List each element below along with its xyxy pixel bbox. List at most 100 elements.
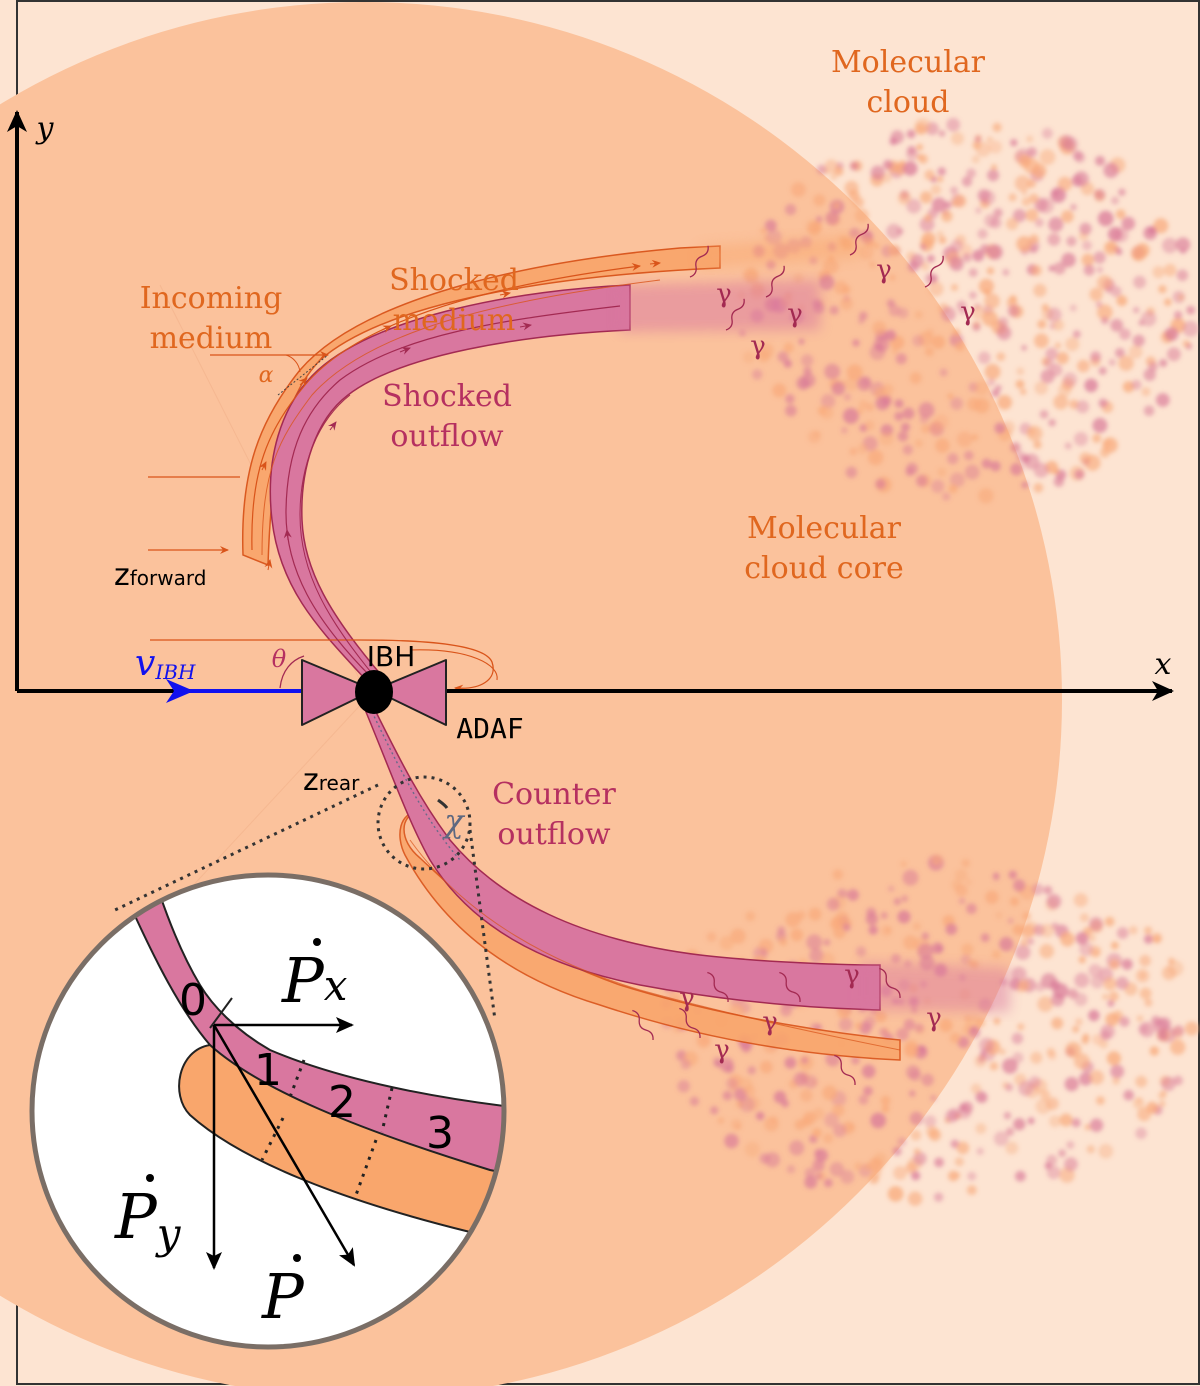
- counter-outflow-label-line1: Counter: [492, 777, 616, 812]
- cloud-clump: [879, 431, 894, 446]
- cloud-clump: [881, 383, 894, 396]
- cloud-clump: [1021, 197, 1031, 207]
- gamma-squiggle: [779, 971, 801, 1003]
- cloud-clump: [1151, 932, 1163, 944]
- shocked-outflow-arrow-2: [328, 421, 337, 431]
- cloud-clump: [970, 1083, 982, 1095]
- shocked-outflow-band-upper-fade: [620, 280, 820, 332]
- cloud-clump: [986, 267, 995, 275]
- cloud-clump: [1105, 241, 1116, 252]
- cloud-clump: [1002, 268, 1010, 276]
- cloud-clump: [921, 232, 936, 247]
- cloud-clump: [996, 352, 1006, 361]
- cloud-clump: [1072, 150, 1083, 161]
- cloud-clump: [812, 1128, 822, 1138]
- cloud-clump: [1026, 135, 1034, 143]
- inset-segment-1-label: 1: [254, 1045, 282, 1096]
- cloud-clump: [931, 942, 944, 954]
- cloud-clump: [980, 244, 990, 254]
- alpha-tangent-line: [277, 354, 329, 396]
- cloud-clump: [1012, 1052, 1024, 1064]
- cloud-clump: [1071, 1118, 1081, 1128]
- cloud-clump: [1078, 956, 1086, 964]
- cloud-clump: [843, 393, 852, 401]
- cloud-clump: [990, 164, 998, 171]
- cloud-clump: [1107, 999, 1115, 1007]
- cloud-clump: [974, 398, 990, 414]
- cloud-clump: [1020, 924, 1035, 939]
- cloud-clump: [897, 191, 911, 205]
- cloud-clump: [909, 372, 922, 384]
- cloud-clump: [1173, 310, 1183, 320]
- cloud-clump: [1108, 991, 1119, 1002]
- cloud-clump: [741, 1043, 752, 1053]
- cloud-clump: [1097, 210, 1114, 227]
- cloud-clump: [1116, 927, 1129, 939]
- cloud-clump: [1096, 1096, 1105, 1105]
- cloud-clump: [1027, 427, 1037, 437]
- cloud-clump: [1079, 913, 1089, 923]
- cloud-clump: [928, 281, 944, 297]
- cloud-clump: [1059, 1113, 1073, 1127]
- cloud-clump: [1082, 240, 1092, 251]
- cloud-clump: [954, 869, 968, 882]
- cloud-clump: [1131, 379, 1142, 390]
- cloud-clump: [801, 1056, 809, 1064]
- cloud-clump: [997, 395, 1012, 410]
- cloud-clump: [867, 449, 884, 466]
- cloud-clump: [914, 1023, 924, 1033]
- cloud-clump: [747, 1066, 756, 1075]
- cloud-clump: [1139, 1021, 1155, 1038]
- cloud-clump: [912, 922, 921, 931]
- cloud-clump: [1023, 453, 1040, 470]
- cloud-clump: [868, 1173, 880, 1184]
- cloud-clump: [785, 912, 801, 928]
- cloud-clump: [933, 1192, 944, 1202]
- cloud-clump: [938, 130, 946, 137]
- cloud-clump: [804, 1175, 818, 1189]
- cloud-clump: [1029, 234, 1039, 244]
- gamma-label: γ: [716, 279, 732, 309]
- cloud-clump: [914, 118, 931, 134]
- counter-outflow-band-fade: [860, 962, 1010, 1012]
- cloud-clump: [1035, 982, 1045, 992]
- cloud-clump: [735, 1123, 742, 1130]
- cloud-clump: [984, 213, 998, 228]
- cloud-clump: [733, 1087, 748, 1101]
- cloud-clump: [1184, 1021, 1199, 1036]
- cloud-clump: [1028, 193, 1039, 204]
- cloud-clump: [917, 943, 934, 960]
- cloud-clump: [1088, 1009, 1100, 1022]
- cloud-clump: [924, 273, 937, 285]
- cloud-clump: [1079, 222, 1092, 235]
- intermediate-black-hole: [355, 670, 393, 714]
- cloud-clump: [889, 274, 896, 281]
- cloud-clump: [1027, 1117, 1035, 1125]
- cloud-clump: [930, 184, 942, 195]
- cloud-clump: [1027, 179, 1036, 189]
- inset-momentum-total-vector: [212, 1024, 356, 1267]
- cloud-clump: [1104, 916, 1115, 927]
- inset-segment-2-label: 2: [328, 1077, 356, 1128]
- cloud-clump: [1115, 209, 1126, 220]
- cloud-clump: [1015, 1170, 1026, 1182]
- cloud-clump: [1084, 378, 1098, 393]
- cloud-clump: [1051, 189, 1060, 198]
- cloud-clump: [993, 1017, 1001, 1025]
- cloud-clump: [921, 1073, 934, 1087]
- cloud-clump: [1049, 1115, 1061, 1128]
- cloud-clump: [984, 363, 1001, 380]
- cloud-clump: [1052, 319, 1064, 331]
- cloud-clump: [954, 1171, 961, 1179]
- cloud-clump: [1056, 351, 1069, 365]
- shocked-outflow-arrow-4: [519, 322, 532, 331]
- cloud-clump: [902, 869, 919, 886]
- cloud-clump: [1048, 217, 1064, 232]
- cloud-clump: [912, 335, 924, 347]
- cloud-clump: [983, 288, 991, 296]
- cloud-clump: [971, 433, 979, 441]
- cloud-clump: [1088, 934, 1096, 942]
- cloud-clump: [858, 1094, 869, 1105]
- cloud-clump: [1065, 1041, 1082, 1058]
- cloud-clump: [1070, 203, 1077, 211]
